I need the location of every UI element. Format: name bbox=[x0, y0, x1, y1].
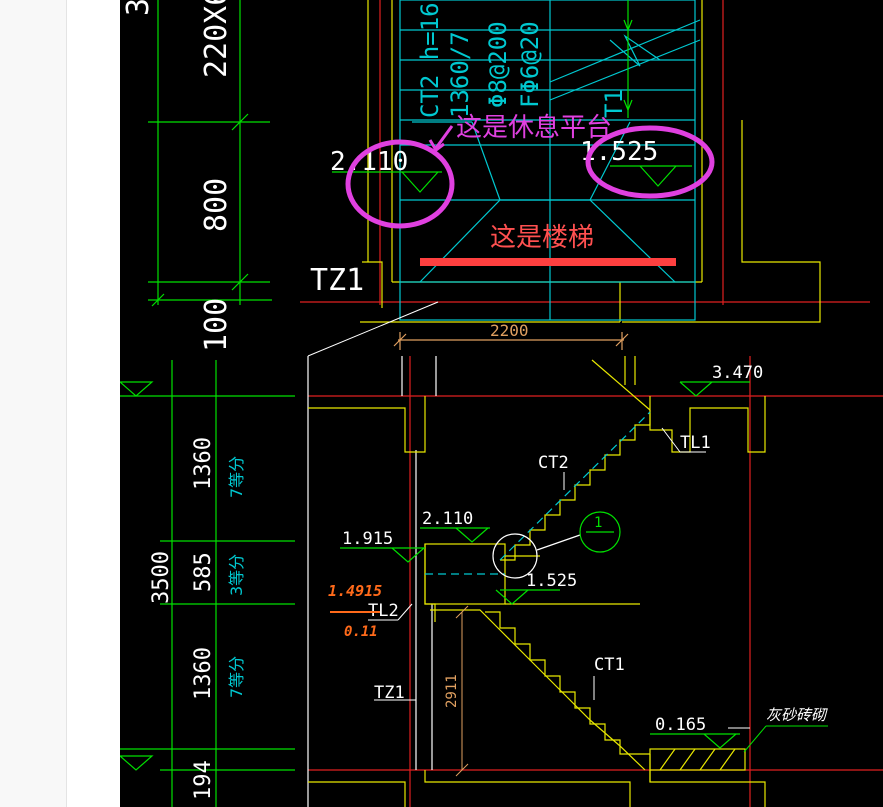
annotation-stair: 这是楼梯 bbox=[490, 223, 594, 253]
plan-stair-arrow bbox=[623, 0, 633, 118]
plan-dimension-lines bbox=[148, 0, 272, 307]
highlight-circle-right bbox=[585, 125, 715, 199]
section-note-1: 7等分 bbox=[227, 456, 246, 498]
plan-column-label: TZ1 bbox=[310, 263, 364, 298]
label-tl1: TL1 bbox=[680, 433, 711, 453]
material-note: 灰砂砖砌 bbox=[766, 706, 828, 724]
plan-stair-label-3: Φ8@200 bbox=[484, 21, 512, 108]
page-margin bbox=[0, 0, 67, 807]
plan-span-dimension: 2200 bbox=[393, 321, 629, 350]
stair-underline bbox=[420, 258, 676, 266]
handwritten-level-top: 1.4915 bbox=[328, 582, 382, 600]
plan-view: 220X6 800 100 3 bbox=[121, 0, 870, 357]
plan-span-label: 2200 bbox=[490, 321, 529, 340]
grid-bubble-number: 1 bbox=[594, 515, 602, 531]
level-1525: 1.525 bbox=[526, 571, 577, 591]
axis-lines bbox=[300, 0, 870, 305]
section-walls bbox=[307, 356, 437, 807]
plan-stair-label-2: 1360/7 bbox=[446, 31, 474, 118]
section-dimension-lines bbox=[120, 360, 295, 807]
plan-annotations: 这是休息平台 这是楼梯 bbox=[345, 113, 715, 266]
plan-dim-top: 220X6 bbox=[199, 0, 234, 78]
annotation-platform: 这是休息平台 bbox=[456, 113, 612, 143]
section-dim-bottom: 194 bbox=[191, 760, 216, 800]
level-1915: 1.915 bbox=[342, 529, 393, 549]
label-ct2: CT2 bbox=[538, 453, 569, 473]
section-note-3: 7等分 bbox=[227, 656, 246, 698]
section-dim-seg-3: 1360 bbox=[191, 647, 216, 700]
cad-drawing-canvas[interactable]: 220X6 800 100 3 bbox=[120, 0, 883, 807]
label-ct1: CT1 bbox=[594, 655, 625, 675]
grid-bubble: 1 bbox=[579, 511, 621, 553]
handwritten-notes: 1.4915 0.11 bbox=[328, 582, 382, 640]
plan-dim-mid: 800 bbox=[199, 178, 234, 232]
plan-dim-bottom: 100 bbox=[199, 298, 234, 352]
plan-t1-label: T1 bbox=[600, 89, 628, 118]
section-structure bbox=[308, 356, 766, 807]
handwritten-level-bottom: 0.11 bbox=[344, 624, 378, 640]
label-tz1: TZ1 bbox=[374, 683, 405, 703]
section-dashed-stair bbox=[425, 411, 651, 575]
plan-dim-partial: 3 bbox=[121, 0, 156, 16]
level-0165: 0.165 bbox=[655, 715, 706, 735]
section-height-label: 2911 bbox=[444, 674, 460, 708]
detail-callout bbox=[492, 533, 581, 579]
level-2110: 2.110 bbox=[422, 509, 473, 529]
plan-stair-label-4: FΦ6@20 bbox=[516, 21, 544, 108]
section-dim-total: 3500 bbox=[149, 551, 174, 604]
section-leaders bbox=[368, 427, 750, 729]
label-tl2: TL2 bbox=[368, 601, 399, 621]
level-3470: 3.470 bbox=[712, 363, 763, 383]
section-dim-seg-2: 585 bbox=[191, 552, 216, 592]
plan-stair bbox=[399, 0, 701, 321]
section-axis-lines bbox=[308, 356, 883, 807]
plan-stair-label-1: CT2 h=16 bbox=[416, 2, 444, 118]
break-line bbox=[307, 301, 439, 357]
highlight-circle-left bbox=[345, 139, 455, 229]
section-height-dimension bbox=[455, 605, 469, 777]
section-view: 3500 1360 585 1360 194 7等分 3等分 7等分 bbox=[120, 356, 883, 807]
section-note-2: 3等分 bbox=[227, 554, 246, 596]
section-level-markers bbox=[340, 381, 750, 749]
section-dim-seg-1: 1360 bbox=[191, 437, 216, 490]
section-hatch bbox=[649, 748, 746, 771]
